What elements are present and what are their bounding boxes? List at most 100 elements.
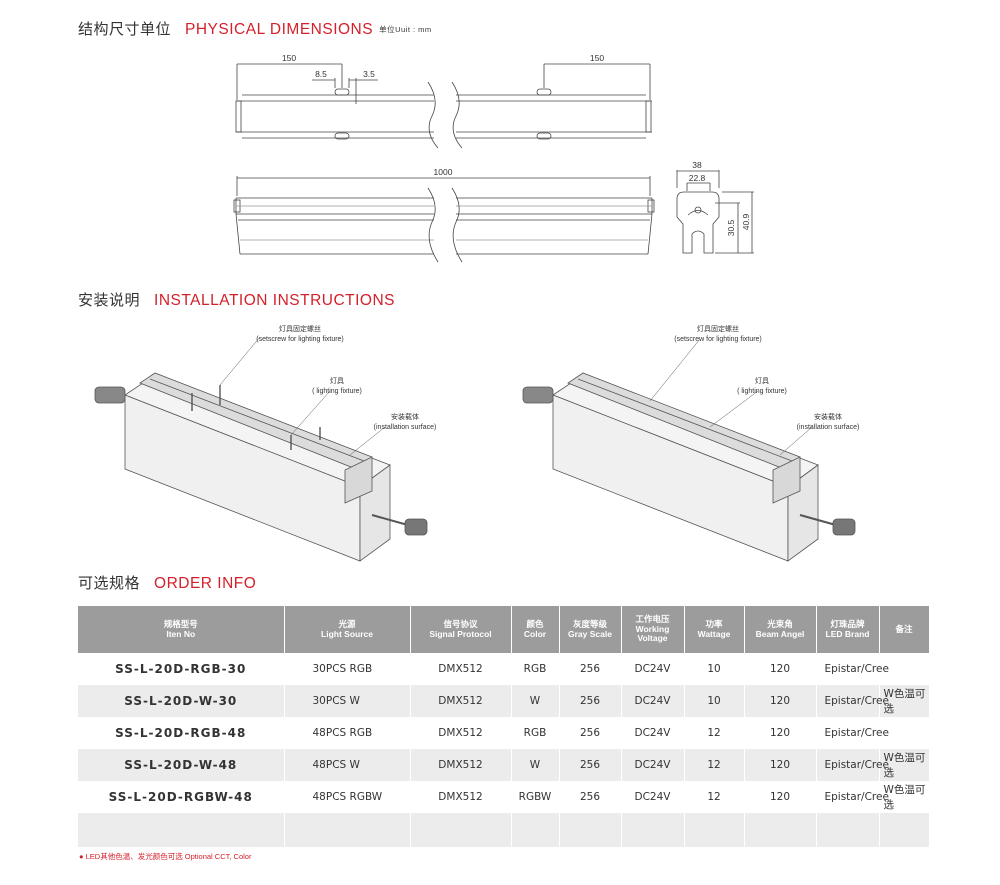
cell-empty [410,813,512,847]
cell-note [879,653,930,685]
cell-gray: 256 [559,717,622,749]
cell-empty [684,813,745,847]
cell-empty [744,813,817,847]
dimension-drawing: 150 150 8.5 3.5 1000 38 22.8 30.5 40.9 [233,53,754,265]
cell-voltage: DC24V [621,653,685,685]
cell-protocol: DMX512 [410,749,512,781]
cell-empty [621,813,685,847]
cell-item: SS-L-20D-RGB-30 [78,653,285,685]
header-label-cn: 规格型号 [163,619,198,629]
order-title-cn: 可选规格 [78,574,141,592]
header-label-cn: 功率 [705,619,723,629]
cell-color: W [511,685,560,717]
cell-wattage: 10 [684,685,745,717]
cell-empty [879,813,930,847]
dimensions-title-en: PHYSICAL DIMENSIONS [185,21,374,38]
setscrew-label-cn-right: 灯具固定螺丝 [697,324,739,333]
table-row-empty [78,813,930,847]
install-figure-right [522,372,856,562]
cell-brand: Epistar/Cree [816,653,889,685]
cell-brand: Epistar/Cree [816,749,889,781]
cell-voltage: DC24V [621,717,685,749]
installation-title-en: INSTALLATION INSTRUCTIONS [154,292,396,309]
cell-item: SS-L-20D-RGB-48 [78,717,285,749]
fixture-label-cn-left: 灯具 [330,376,344,385]
cell-note: W色温可选 [879,685,930,717]
cell-color: W [511,749,560,781]
table-header-cell: 备注 [879,606,930,653]
cell-gray: 256 [559,653,622,685]
cell-source: 48PCS RGBW [284,781,411,813]
dim-slot-offset: 8.5 [315,69,327,79]
cell-source: 48PCS W [284,749,411,781]
header-label-cn: 工作电压 [635,614,670,625]
cell-source: 30PCS W [284,685,411,717]
surface-label-cn-left: 安装载体 [391,412,419,421]
header-label-en: Signal Protocol [429,628,492,639]
surface-label-cn-right: 安装载体 [814,412,842,421]
header-label-cn: 备注 [895,623,913,634]
cell-wattage: 12 [684,749,745,781]
fixture-label-cn-right: 灯具 [755,376,769,385]
cell-empty [816,813,880,847]
header-label-cn: 颜色 [526,619,544,629]
unit-label: 单位Uuit : mm [379,25,432,34]
cell-brand: Epistar/Cree [816,685,889,717]
cell-item: SS-L-20D-W-30 [78,685,285,717]
dim-length: 1000 [434,167,453,177]
header-label-en: Working Voltage [635,623,670,644]
surface-label-en-left: (installation surface) [374,424,437,431]
header-label-en: Color [523,628,547,639]
header-label-en: Wattage [697,628,731,639]
cell-wattage: 12 [684,717,745,749]
dim-profile-inner: 22.8 [689,173,706,183]
cell-brand: Epistar/Cree [816,717,889,749]
cell-source: 48PCS RGB [284,717,411,749]
cell-wattage: 12 [684,781,745,813]
dim-height: 40.9 [741,213,751,230]
cell-brand: Epistar/Cree [816,781,889,813]
cell-voltage: DC24V [621,685,685,717]
fixture-label-en-right: ( lighting fixture) [737,388,787,395]
cell-wattage: 10 [684,653,745,685]
cell-voltage: DC24V [621,749,685,781]
cell-color: RGBW [511,781,560,813]
surface-label-en-right: (installation surface) [797,424,860,431]
dimensions-title-cn: 结构尺寸单位 [78,20,172,38]
header-label-cn: 灰度等级 [572,619,607,629]
cell-protocol: DMX512 [410,781,512,813]
cell-protocol: DMX512 [410,653,512,685]
dim-left-offset: 150 [282,53,296,63]
cell-empty [511,813,560,847]
cell-item: SS-L-20D-W-48 [78,749,285,781]
cell-note [879,717,930,749]
cell-empty [559,813,622,847]
cell-beam: 120 [744,781,817,813]
header-label-en: Light Source [321,628,373,639]
cell-beam: 120 [744,653,817,685]
order-title-en: ORDER INFO [154,575,257,592]
cell-color: RGB [511,717,560,749]
setscrew-label-en-right: (setscrew for lighting fixture) [674,336,762,343]
dimensions-title: 结构尺寸单位 PHYSICAL DIMENSIONS 单位Uuit : mm [78,18,432,39]
footnote: ● LED其他色温、发光颜色可选 Optional CCT, Color [79,852,252,861]
fixture-label-en-left: ( lighting fixture) [312,388,362,395]
header-label-cn: 信号协议 [443,619,478,629]
cell-beam: 120 [744,685,817,717]
cell-gray: 256 [559,781,622,813]
cell-protocol: DMX512 [410,685,512,717]
cell-item: SS-L-20D-RGBW-48 [78,781,285,813]
cell-color: RGB [511,653,560,685]
dim-height-inner: 30.5 [726,219,736,236]
